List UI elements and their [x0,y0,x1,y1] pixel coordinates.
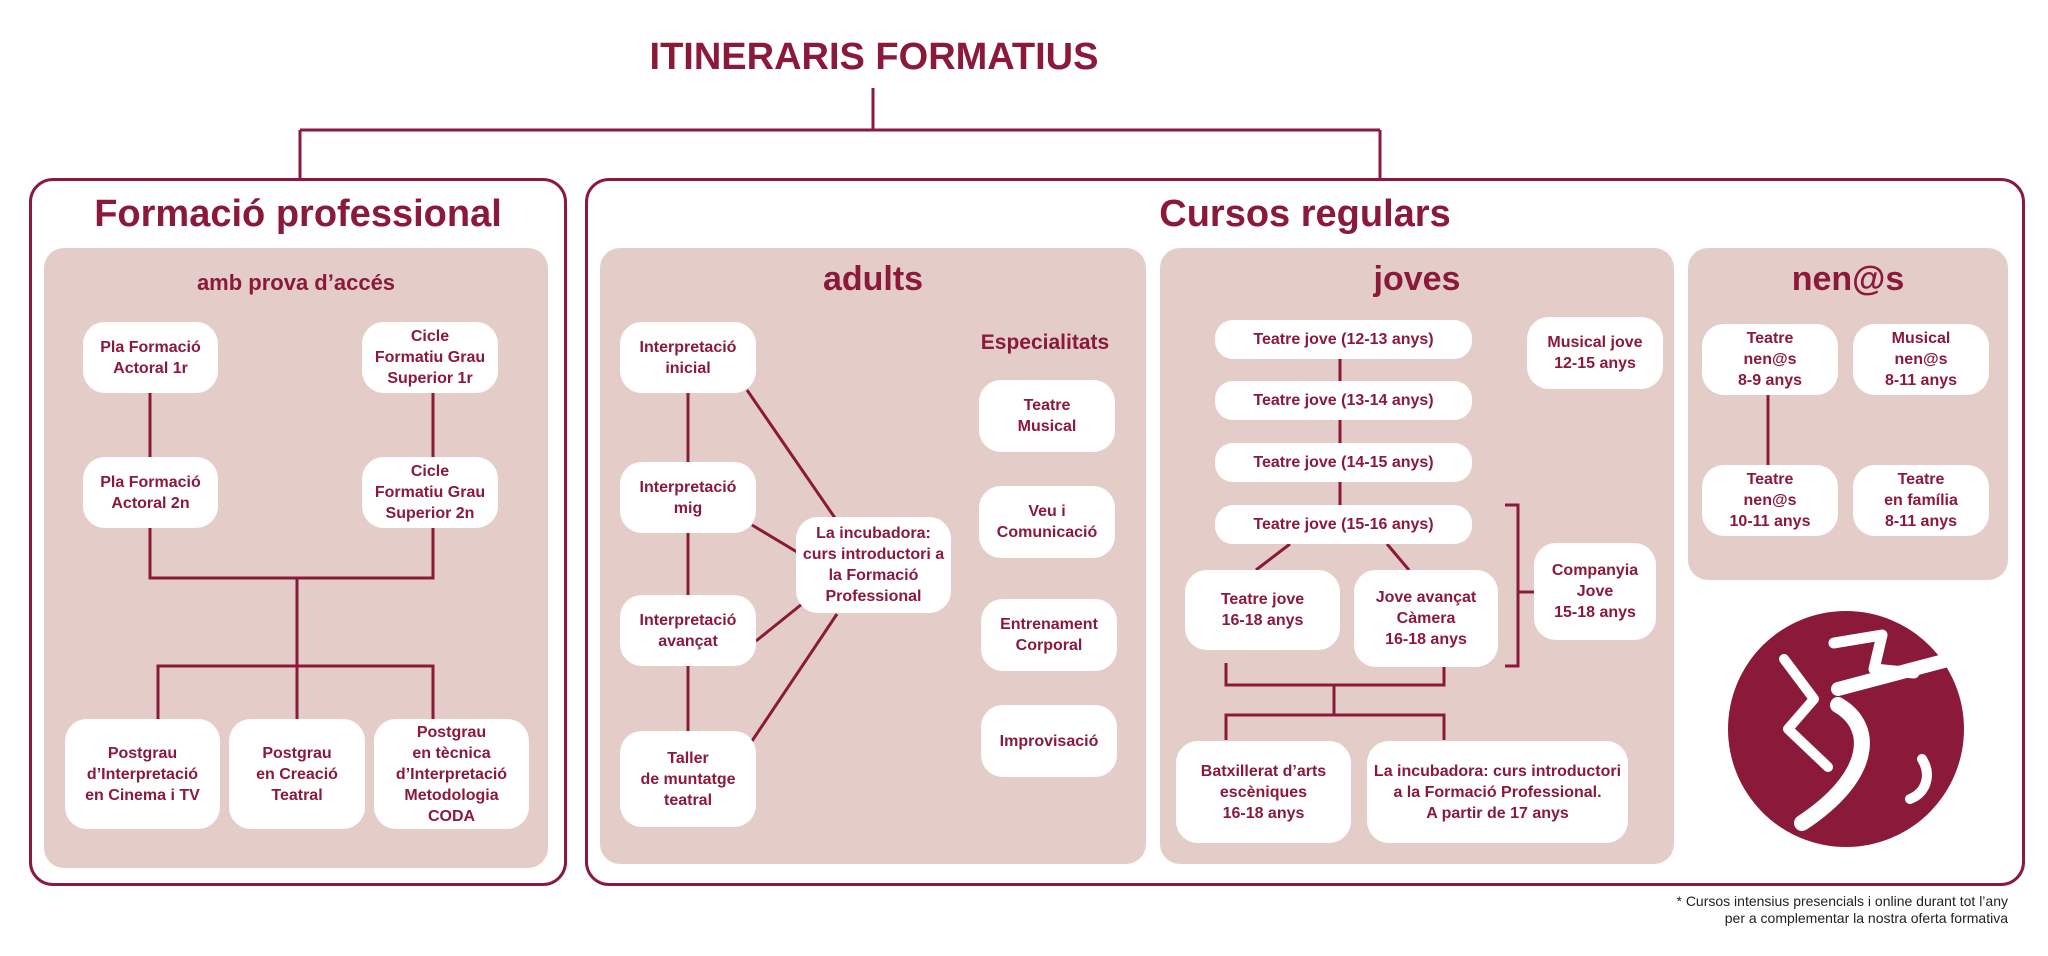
postgrau-cinema-tv: Postgrau d’Interpretació en Cinema i TV [65,719,220,829]
incubadora-joves: La incubadora: curs introductori a la Fo… [1367,741,1628,843]
line-bracket [1505,503,1520,668]
teatre-jove-15-16: Teatre jove (15-16 anys) [1215,505,1472,544]
teatre-jove-12-13: Teatre jove (12-13 anys) [1215,320,1472,359]
incubadora-adults: La incubadora: curs introductori a la Fo… [796,517,951,613]
line-joves-branch [1224,713,1446,740]
batxillerat-arts-esceniques: Batxillerat d’arts escèniques 16-18 anys [1176,741,1351,843]
especialitats-title: Especialitats [980,331,1110,354]
line-inc-b [751,523,798,554]
dancer-logo-icon [1728,611,1964,847]
teatre-en-familia: Teatre en família 8-11 anys [1853,465,1989,536]
taller-muntatge: Taller de muntatge teatral [620,731,756,827]
teatre-jove-14-15: Teatre jove (14-15 anys) [1215,443,1472,482]
main-title: ITINERARIS FORMATIUS [649,36,1099,78]
companyia-jove: Companyia Jove 15-18 anys [1534,543,1656,640]
especialitat-teatre-musical: Teatre Musical [979,380,1115,452]
postgrau-tecnica-coda: Postgrau en tècnica d’Interpretació Meto… [374,719,529,829]
pla-formacio-1r: Pla Formació Actoral 1r [83,322,218,393]
nens-title: nen@s [1791,260,1905,298]
teatre-jove-13-14: Teatre jove (13-14 anys) [1215,381,1472,420]
regulars-title: Cursos regulars [1159,193,1451,235]
line-merge [148,528,435,580]
teatre-nens-10-11: Teatre nen@s 10-11 anys [1702,465,1838,536]
teatre-jove-16-18: Teatre jove 16-18 anys [1185,570,1340,650]
postgrau-creacio-teatral: Postgrau en Creació Teatral [229,719,365,829]
cicle-formatiu-2n: Cicle Formatiu Grau Superior 2n [362,457,498,528]
especialitat-entrenament-corporal: Entrenament Corporal [981,599,1117,671]
musical-jove-12-15: Musical jove 12-15 anys [1527,317,1663,389]
footnote: * Cursos intensius presencials i online … [1676,893,2008,926]
interpretacio-avancat: Interpretació avançat [620,595,756,666]
especialitat-veu-comunicacio: Veu i Comunicació [979,486,1115,558]
especialitat-improvisacio: Improvisació [981,705,1117,777]
line-inc-a [745,389,837,519]
line-inc-d [750,613,839,742]
joves-title: joves [1373,260,1461,298]
adults-title: adults [822,260,924,298]
line-tj-left [1255,542,1291,572]
professional-subtitle: amb prova d’accés [196,270,396,295]
line-inc-c [755,602,803,643]
musical-nens-8-11: Musical nen@s 8-11 anys [1853,324,1989,395]
line-tj-right [1385,543,1411,571]
interpretacio-mig: Interpretació mig [620,462,756,533]
teatre-nens-8-9: Teatre nen@s 8-9 anys [1702,324,1838,395]
interpretacio-inicial: Interpretació inicial [620,322,756,393]
jove-avancat-camera: Jove avançat Càmera 16-18 anys [1354,570,1498,667]
professional-title: Formació professional [94,193,502,235]
pla-formacio-2n: Pla Formació Actoral 2n [83,457,218,528]
cicle-formatiu-1r: Cicle Formatiu Grau Superior 1r [362,322,498,393]
